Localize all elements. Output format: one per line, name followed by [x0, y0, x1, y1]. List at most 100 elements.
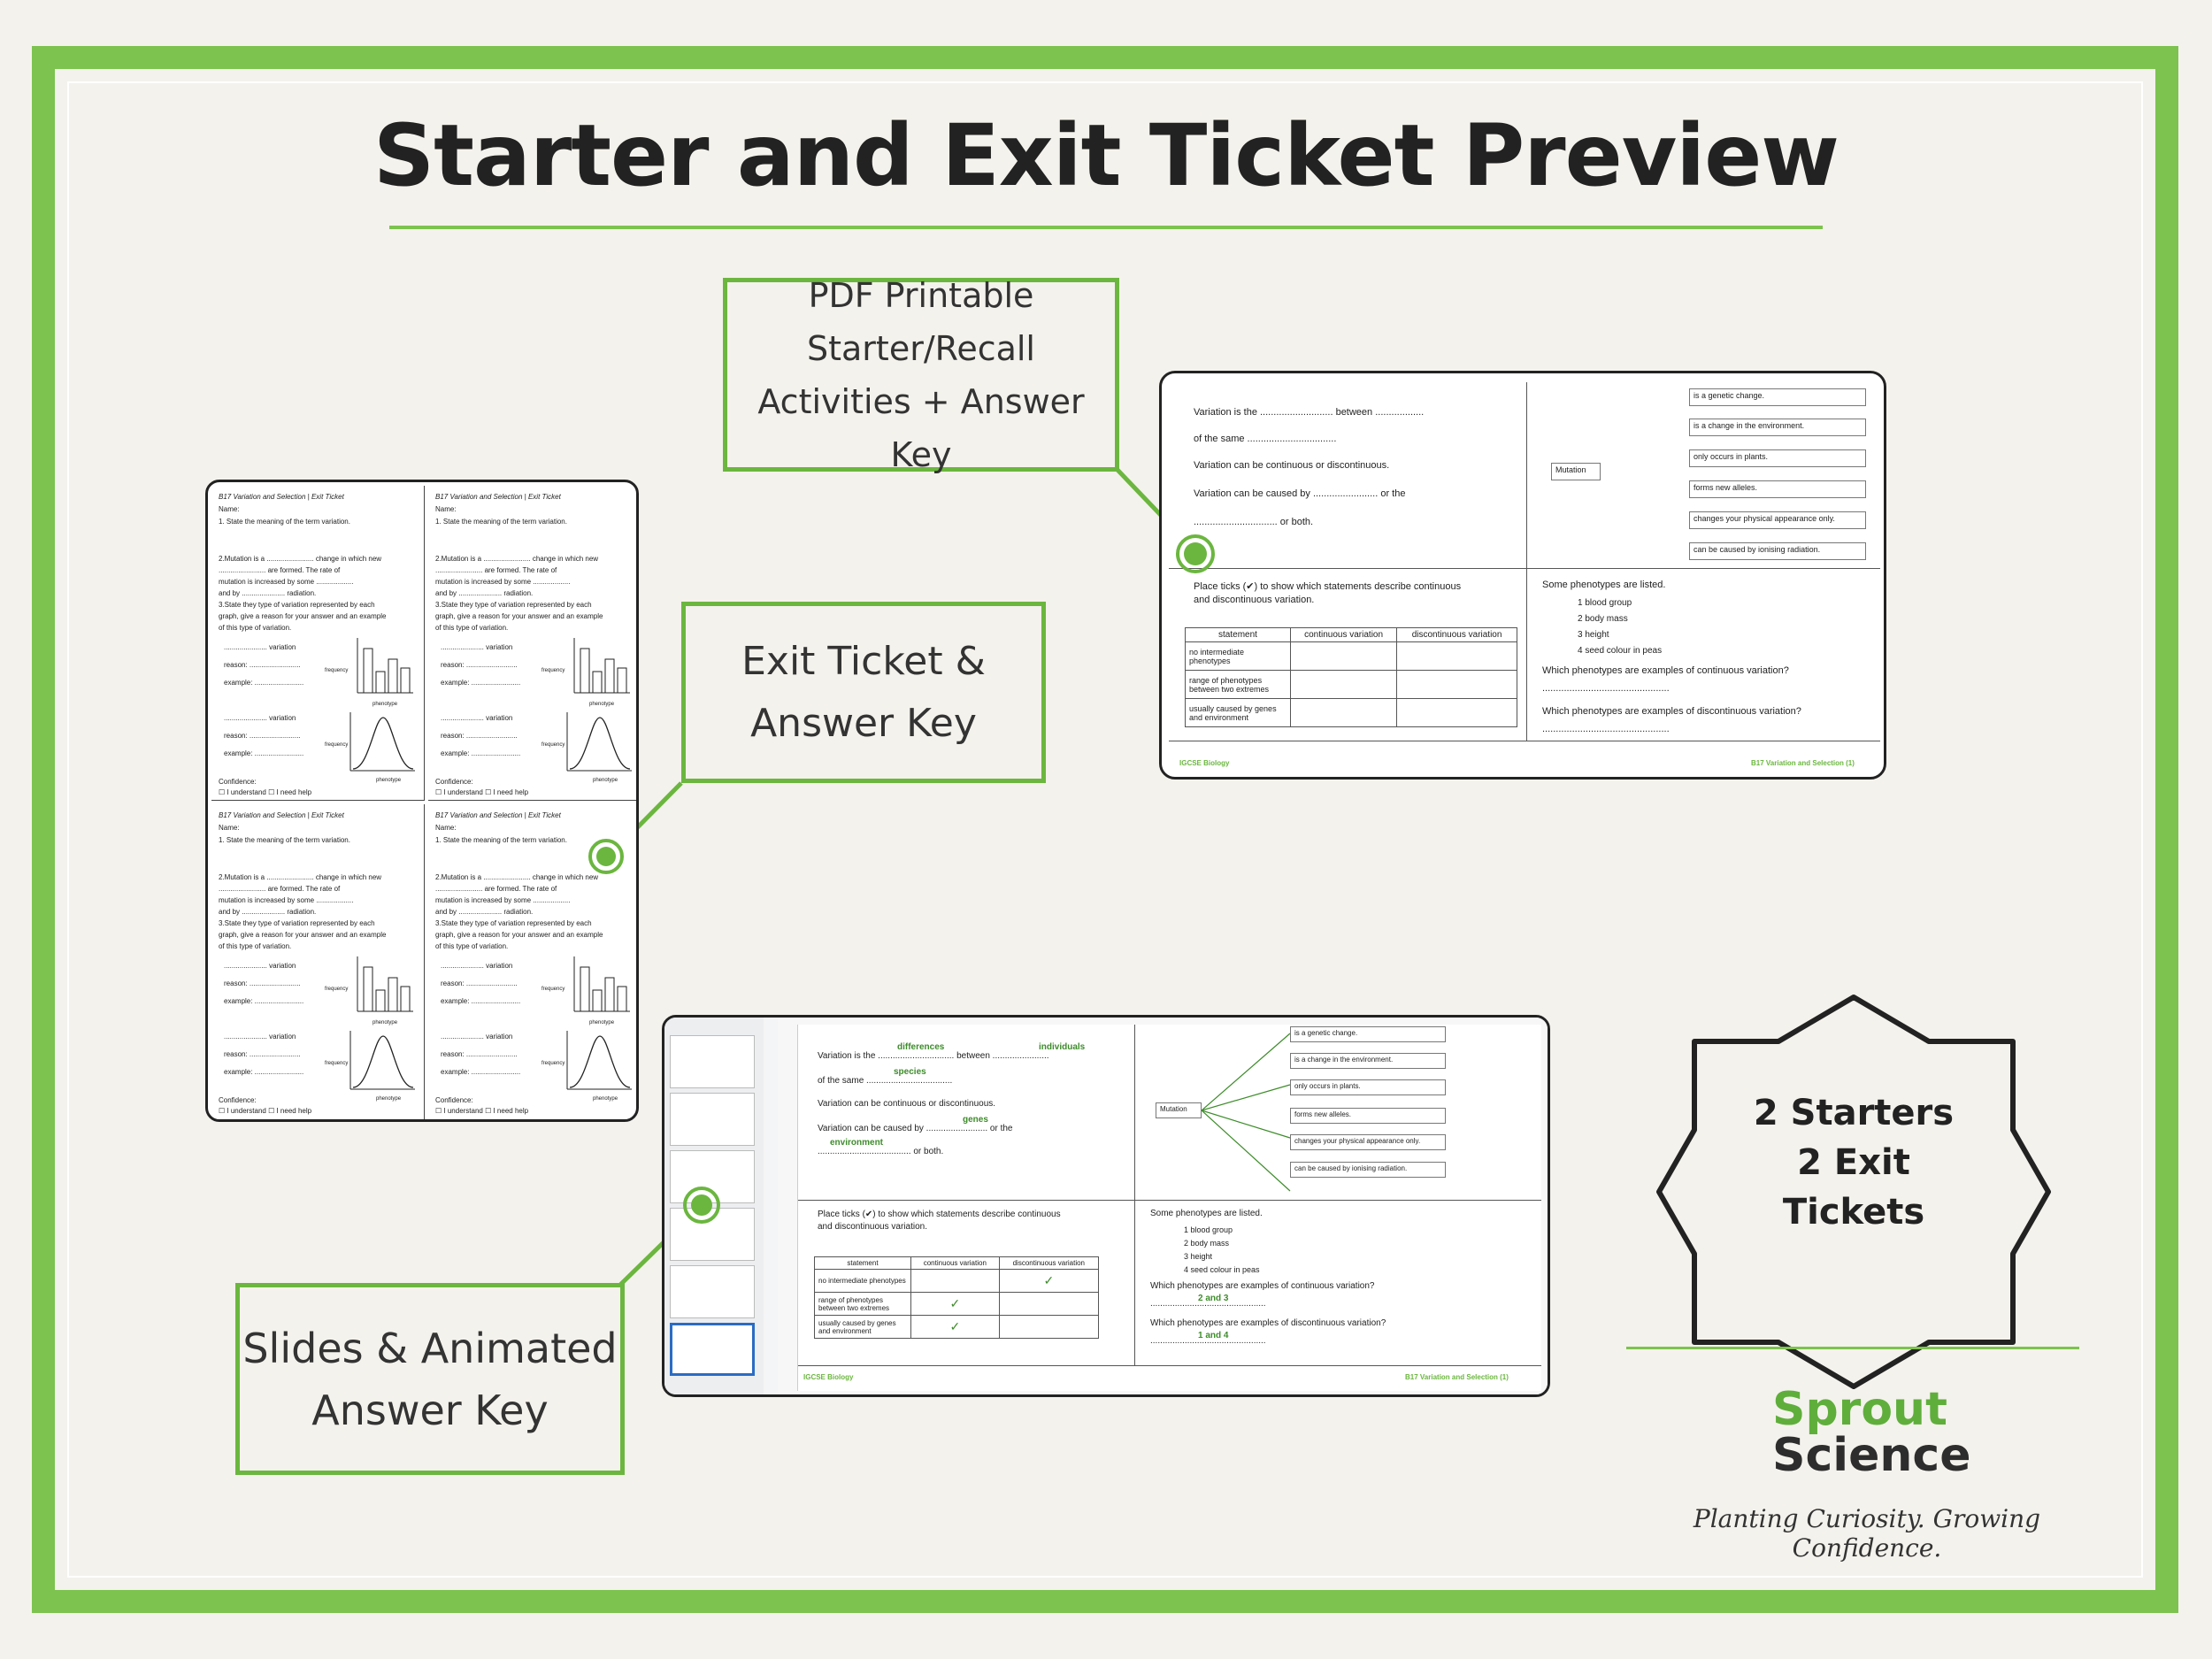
starter-q1-line-1: Variation is the .......................…	[1194, 407, 1425, 418]
exit-ticket-text: graph, give a reason for your answer and…	[435, 931, 603, 939]
badge-line-1: 2 Starters	[1753, 1093, 1955, 1133]
starter-dots-1: ........................................…	[1542, 683, 1670, 694]
starter-phenotype-1: 1 blood group	[1578, 598, 1632, 608]
answer-discontinuous: 1 and 4	[1198, 1331, 1229, 1340]
starter-phenotype-3: 3 height	[1578, 630, 1609, 640]
bar-chart-sketch	[573, 638, 630, 694]
normal-curve-sketch	[566, 1031, 632, 1090]
slide-th-discontinuous: discontinuous variation	[998, 1256, 1100, 1270]
slide-footer-right: B17 Variation and Selection (1)	[1405, 1373, 1509, 1381]
slide-option-3: only occurs in plants.	[1290, 1079, 1446, 1095]
answer-differences: differences	[897, 1042, 945, 1052]
answer-environment: environment	[830, 1138, 884, 1148]
exit-ticket-text: B17 Variation and Selection | Exit Ticke…	[219, 811, 344, 819]
starter-option-2: is a change in the environment.	[1689, 419, 1866, 436]
exit-ticket-text: and by ...................... radiation.	[435, 908, 534, 916]
exit-ticket-text: ...................... variation	[441, 1033, 513, 1041]
logo-science: Science	[1772, 1429, 1971, 1482]
bar-chart-sketch	[357, 638, 413, 694]
exit-ticket-text: ...................... variation	[224, 643, 296, 651]
callout-exit-line-2: Answer Key	[750, 700, 977, 746]
exit-ticket-text: 3.State they type of variation represent…	[435, 601, 592, 609]
exit-ticket-cell: B17 Variation and Selection | Exit Ticke…	[211, 804, 425, 1119]
exit-ticket-text: mutation is increased by some ..........…	[219, 578, 354, 586]
exit-ticket-text: B17 Variation and Selection | Exit Ticke…	[435, 493, 561, 501]
callout-pdf-line-3: Activities + Answer Key	[757, 381, 1085, 474]
axis-label-phenotype: phenotype	[373, 702, 398, 707]
slide-option-4: forms new alleles.	[1290, 1108, 1446, 1124]
normal-curve-sketch	[349, 712, 415, 772]
exit-ticket-text: mutation is increased by some ..........…	[435, 896, 571, 904]
exit-ticket-text: ☐ I understand ☐ I need help	[435, 788, 529, 796]
starter-q-discontinuous: Which phenotypes are examples of discont…	[1542, 706, 1801, 717]
starter-q1-line-5: ............................... or both.	[1194, 517, 1314, 527]
mutation-connector-lines	[1202, 1033, 1291, 1192]
exit-callout-dot	[588, 839, 624, 874]
slide-option-2: is a change in the environment.	[1290, 1053, 1446, 1069]
slides-callout-dot	[683, 1187, 720, 1224]
exit-ticket-text: graph, give a reason for your answer and…	[219, 931, 387, 939]
th-statement: statement	[1185, 627, 1291, 642]
exit-ticket-text: Name:	[435, 505, 457, 513]
exit-ticket-text: reason: ..........................	[224, 1050, 301, 1058]
row-1: no intermediate phenotypes	[1185, 641, 1291, 671]
callout-pdf-line-1: PDF Printable	[808, 275, 1034, 315]
callout-exit-line-1: Exit Ticket &	[741, 638, 986, 684]
exit-ticket-text: 2.Mutation is a ........................…	[219, 873, 382, 881]
badge-star-shape	[1656, 995, 2051, 1389]
axis-label-frequency: frequency	[541, 742, 565, 748]
starter-q1-line-4: Variation can be caused by .............…	[1194, 488, 1406, 499]
slide-footer-left: IGCSE Biology	[803, 1373, 854, 1381]
axis-label-phenotype: phenotype	[593, 1096, 618, 1102]
starter-worksheet-preview: Variation is the .......................…	[1159, 371, 1886, 780]
slide-option-5: changes your physical appearance only.	[1290, 1134, 1446, 1150]
exit-ticket-text: 1. State the meaning of the term variati…	[435, 518, 567, 526]
exit-ticket-text: example: .........................	[441, 1068, 521, 1076]
logo-tagline: Planting Curiosity. Growing Confidence.	[1693, 1504, 2041, 1563]
slide-phenotype-4: 4 seed colour in peas	[1184, 1265, 1260, 1274]
slide-option-6: can be caused by ionising radiation.	[1290, 1162, 1446, 1178]
axis-label-phenotype: phenotype	[376, 778, 402, 783]
exit-ticket-text: 1. State the meaning of the term variati…	[219, 518, 350, 526]
callout-slides-line-1: Slides & Animated	[242, 1324, 618, 1372]
exit-ticket-text: example: .........................	[224, 1068, 304, 1076]
exit-ticket-text: Name:	[435, 824, 457, 832]
exit-ticket-text: and by ...................... radiation.	[435, 589, 534, 597]
starter-callout-dot	[1176, 534, 1215, 573]
exit-ticket-text: reason: ..........................	[224, 979, 301, 987]
starter-mutation-box: Mutation	[1551, 463, 1601, 480]
exit-ticket-text: of this type of variation.	[435, 624, 509, 632]
exit-ticket-cell: B17 Variation and Selection | Exit Ticke…	[428, 486, 636, 801]
exit-ticket-text: example: .........................	[441, 679, 521, 687]
slide-dots-2: ........................................…	[1150, 1336, 1266, 1346]
normal-curve-sketch	[349, 1031, 415, 1090]
exit-ticket-text: reason: ..........................	[441, 732, 518, 740]
slide-q1-line-3: Variation can be continuous or discontin…	[818, 1099, 996, 1109]
exit-ticket-cell: B17 Variation and Selection | Exit Ticke…	[211, 486, 425, 801]
slide-q-continuous: Which phenotypes are examples of continu…	[1150, 1281, 1375, 1291]
slide-ticks-line-1: Place ticks (✔) to show which statements…	[818, 1210, 1061, 1219]
starter-phenotype-4: 4 seed colour in peas	[1578, 646, 1663, 656]
exit-ticket-text: example: .........................	[441, 749, 521, 757]
slide-phenotype-3: 3 height	[1184, 1252, 1213, 1261]
exit-ticket-text: of this type of variation.	[435, 942, 509, 950]
exit-ticket-text: ........................ are formed. The…	[219, 885, 341, 893]
tick-2: ✓	[910, 1292, 1000, 1316]
exit-ticket-text: ☐ I understand ☐ I need help	[219, 1107, 312, 1115]
axis-label-phenotype: phenotype	[589, 1020, 615, 1025]
exit-ticket-text: 2.Mutation is a ........................…	[219, 555, 382, 563]
exit-ticket-text: ........................ are formed. The…	[219, 566, 341, 574]
exit-ticket-text: example: .........................	[224, 679, 304, 687]
exit-ticket-text: ...................... variation	[441, 714, 513, 722]
exit-ticket-text: reason: ..........................	[441, 1050, 518, 1058]
exit-ticket-text: 3.State they type of variation represent…	[219, 601, 375, 609]
starter-option-6: can be caused by ionising radiation.	[1689, 542, 1866, 560]
callout-pdf-line-2: Starter/Recall	[806, 328, 1035, 368]
bar-chart-sketch	[573, 956, 630, 1012]
exit-ticket-text: mutation is increased by some ..........…	[435, 578, 571, 586]
active-slide-thumb[interactable]	[670, 1323, 755, 1376]
exit-ticket-text: Confidence:	[219, 778, 257, 786]
slide-phenotypes-intro: Some phenotypes are listed.	[1150, 1209, 1263, 1218]
badge-line-3: Tickets	[1782, 1192, 1925, 1233]
